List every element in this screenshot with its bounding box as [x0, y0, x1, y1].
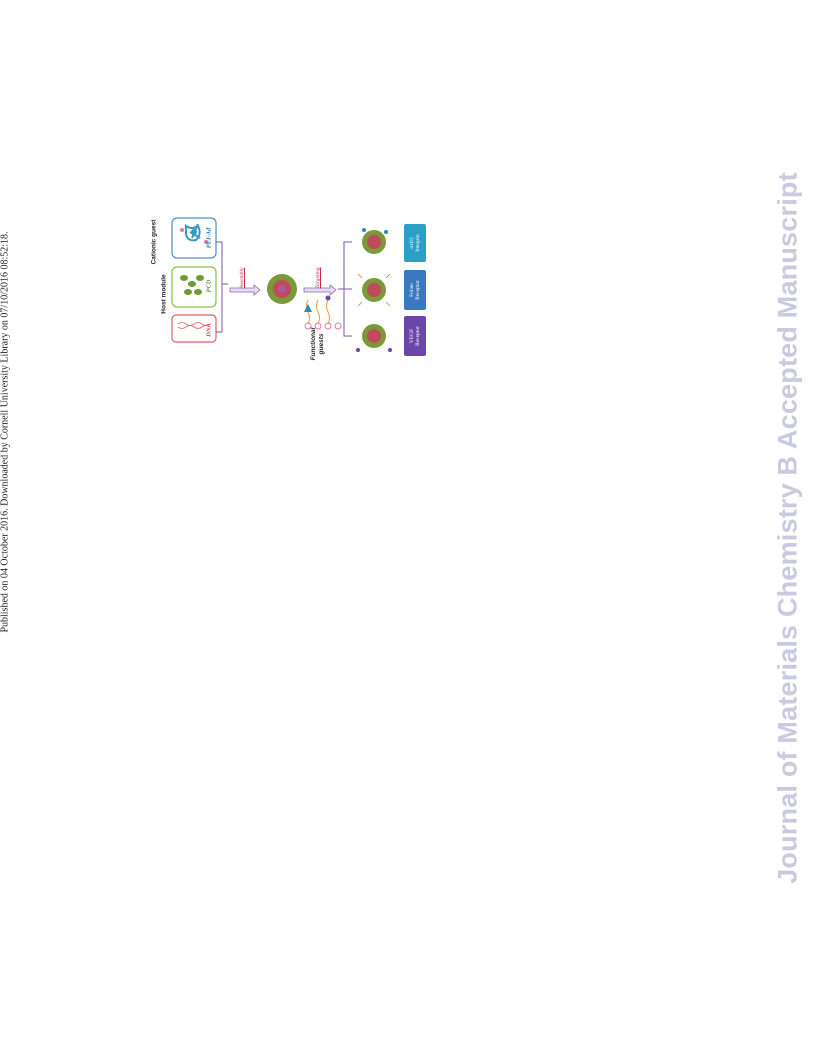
dna-module-box [171, 314, 217, 343]
dna-icon [177, 322, 211, 329]
module-bracket [216, 241, 228, 333]
vegf-box [404, 316, 426, 356]
adamantane-dot [204, 240, 208, 244]
publication-notice-text: Published on 04 October 2016. Downloaded… [0, 231, 11, 633]
targeted-nanoparticle-vegf [356, 324, 392, 352]
targeted-nanoparticle-folate [357, 273, 391, 307]
adamantane-dot [180, 228, 184, 232]
integrin-box [404, 224, 426, 262]
pei-module-box [171, 217, 217, 259]
assembly-arrow [229, 284, 261, 296]
target-bracket [338, 241, 352, 337]
targeted-nanoparticle-integrin [362, 228, 388, 254]
nanoparticle-icon [267, 274, 297, 304]
pei-polymer-icon [185, 223, 201, 242]
folate-box [404, 270, 426, 310]
scheme-graphic [171, 217, 426, 356]
targeting-arrow [303, 284, 337, 296]
journal-watermark-text: Journal of Materials Chemistry B Accepte… [772, 172, 803, 884]
pcd-icon [180, 275, 204, 295]
functional-guests-icon [304, 295, 342, 330]
scheme-figure: Cationic guest Host module PEI-Ad PCD DN… [132, 212, 432, 362]
